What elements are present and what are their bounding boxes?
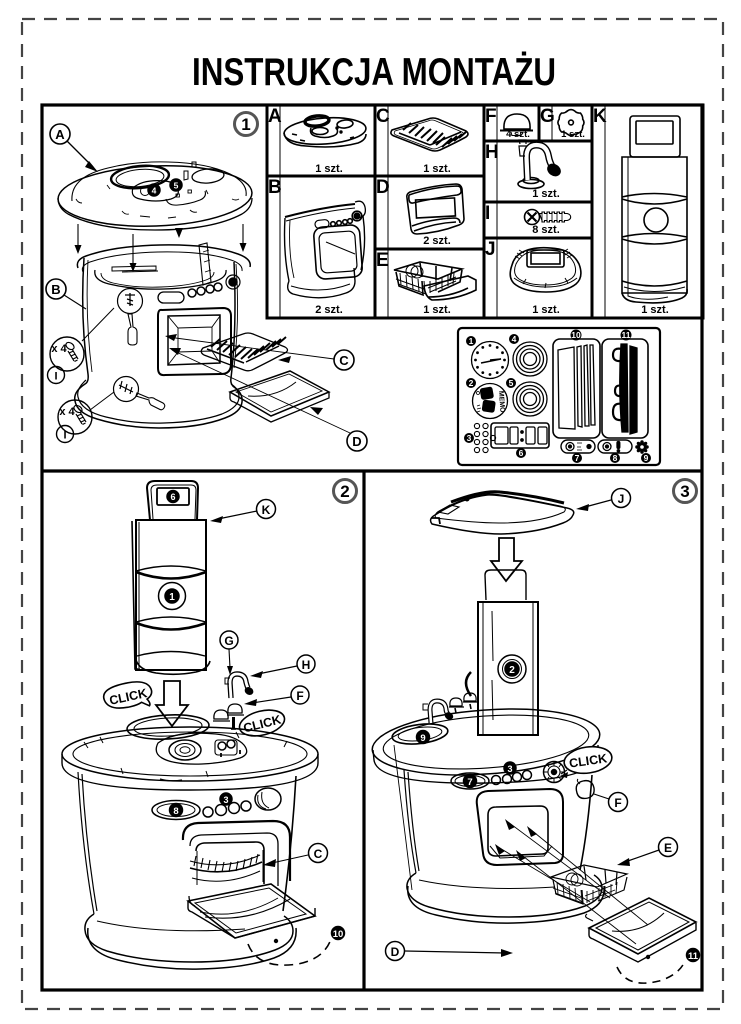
svg-text:K: K <box>593 106 607 127</box>
svg-text:1: 1 <box>469 336 474 346</box>
svg-text:C: C <box>314 847 323 861</box>
svg-text:I: I <box>54 371 57 383</box>
svg-text:B: B <box>268 177 282 198</box>
svg-text:1 szt.: 1 szt. <box>532 188 560 200</box>
svg-text:3: 3 <box>680 482 689 501</box>
svg-text:D: D <box>352 434 361 449</box>
svg-text:J: J <box>485 239 496 260</box>
svg-text:1: 1 <box>169 592 175 603</box>
svg-text:5: 5 <box>509 378 514 388</box>
svg-text:7: 7 <box>575 453 580 463</box>
svg-text:2 szt.: 2 szt. <box>423 235 451 247</box>
svg-text:3: 3 <box>507 764 512 774</box>
svg-text:F: F <box>296 689 303 703</box>
svg-text:C: C <box>376 106 390 127</box>
svg-text:H: H <box>485 142 499 163</box>
svg-text:x 4: x 4 <box>51 343 67 355</box>
svg-text:11: 11 <box>688 951 699 962</box>
svg-text:11: 11 <box>622 330 631 340</box>
svg-text:I: I <box>485 203 490 224</box>
svg-text:3: 3 <box>223 795 228 805</box>
svg-text:1 szt.: 1 szt. <box>423 304 451 316</box>
svg-text:MEMO: MEMO <box>497 391 506 414</box>
svg-text:6: 6 <box>519 448 524 458</box>
svg-text:E: E <box>376 250 389 271</box>
svg-text:1 szt.: 1 szt. <box>641 304 669 316</box>
svg-text:B: B <box>51 282 60 297</box>
svg-text:2: 2 <box>340 482 349 501</box>
svg-text:1 szt.: 1 szt. <box>315 163 343 175</box>
svg-text:8: 8 <box>613 453 618 463</box>
svg-text:D: D <box>376 177 390 198</box>
svg-text:7: 7 <box>467 777 472 788</box>
svg-text:2 szt.: 2 szt. <box>315 304 343 316</box>
svg-text:A: A <box>55 127 65 142</box>
svg-text:F: F <box>614 796 621 810</box>
svg-text:10: 10 <box>333 929 344 940</box>
svg-text:8 szt.: 8 szt. <box>532 224 560 236</box>
svg-text:4: 4 <box>512 334 517 344</box>
svg-text:G: G <box>540 106 555 127</box>
svg-text:1 szt.: 1 szt. <box>423 163 451 175</box>
svg-text:D: D <box>391 945 400 959</box>
svg-text:6: 6 <box>170 492 175 502</box>
svg-text:G: G <box>224 634 233 648</box>
svg-text:C: C <box>339 353 349 368</box>
svg-text:INSTRUKCJA MONTAŻU: INSTRUKCJA MONTAŻU <box>192 51 556 94</box>
svg-text:5: 5 <box>174 181 179 191</box>
svg-text:4: 4 <box>152 186 157 196</box>
svg-text:2: 2 <box>509 665 515 676</box>
svg-text:2: 2 <box>469 378 474 388</box>
svg-text:4 szt.: 4 szt. <box>506 129 530 140</box>
svg-text:A: A <box>268 106 282 127</box>
svg-text:8: 8 <box>173 806 178 817</box>
svg-text:9: 9 <box>644 453 649 463</box>
svg-text:CLICK: CLICK <box>568 751 608 770</box>
svg-text:K: K <box>262 503 271 517</box>
svg-text:x 4: x 4 <box>59 406 75 418</box>
svg-text:10: 10 <box>571 330 581 340</box>
svg-text:3: 3 <box>467 433 472 443</box>
svg-text:1: 1 <box>241 115 250 134</box>
svg-text:I: I <box>63 430 66 442</box>
svg-text:J: J <box>618 492 625 506</box>
svg-text:E: E <box>664 841 672 855</box>
svg-text:9: 9 <box>420 733 425 744</box>
svg-text:H: H <box>302 658 311 672</box>
svg-text:F: F <box>485 106 497 127</box>
svg-text:1 szt.: 1 szt. <box>532 304 560 316</box>
